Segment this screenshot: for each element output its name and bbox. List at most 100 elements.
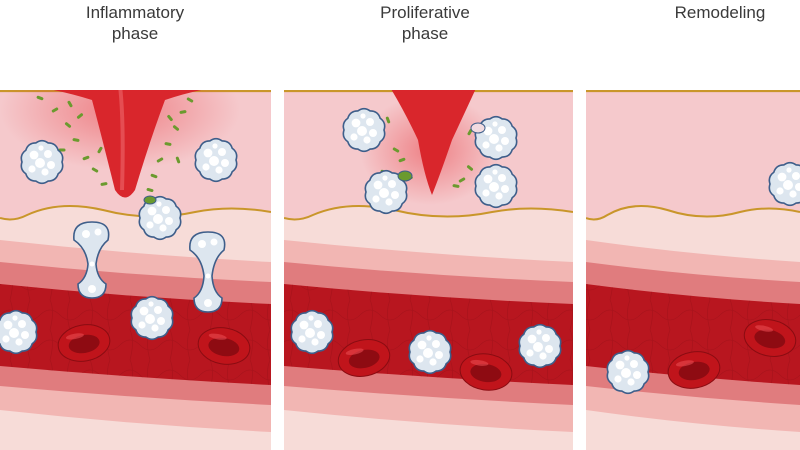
white-blood-cell	[768, 161, 800, 207]
red-blood-cell	[459, 353, 513, 391]
white-cell-granule	[204, 299, 212, 307]
white-cell-granule	[203, 148, 213, 158]
red-cell-highlight	[675, 360, 694, 367]
white-cell-granule	[526, 349, 534, 357]
bacterium	[51, 107, 59, 113]
panel-title-inflammatory: Inflammatory phase	[40, 2, 230, 44]
bacterium	[146, 187, 154, 193]
white-cell-granule	[351, 118, 361, 128]
bacterium	[392, 147, 400, 153]
white-cell-granule	[3, 320, 13, 330]
white-cell-granule	[15, 338, 23, 346]
clot-highlight	[118, 90, 125, 191]
white-cell-granule	[495, 144, 503, 152]
white-cell-granule	[417, 340, 427, 350]
white-cell-granule	[41, 168, 49, 176]
white-cell-granule	[82, 230, 90, 238]
white-cell-granule	[373, 180, 383, 190]
white-cell-granule	[423, 348, 433, 358]
bacterium	[72, 138, 80, 142]
white-cell-granule	[29, 150, 39, 160]
red-cell-center	[754, 329, 786, 349]
panel-remodeling	[586, 90, 800, 450]
panel-title-proliferative-line1: Proliferative	[380, 3, 470, 22]
white-cell-granule	[146, 221, 154, 229]
white-cell-granule	[498, 126, 506, 134]
bacterium	[91, 167, 99, 173]
white-cell-granule	[482, 189, 490, 197]
white-cell-granule	[786, 167, 792, 173]
white-cell-granule	[539, 352, 547, 360]
red-cell-highlight	[65, 333, 84, 340]
white-cell-granule	[47, 161, 55, 169]
bacterium	[97, 146, 103, 154]
migrating-cell-membrane	[189, 231, 226, 313]
white-cell-granule	[44, 150, 52, 158]
migrating-white-cell	[189, 231, 226, 313]
blood-clot	[53, 90, 202, 198]
white-cell-granule	[621, 368, 631, 378]
white-blood-cell	[606, 349, 650, 395]
white-cell-granule	[495, 192, 503, 200]
white-cell-granule	[527, 334, 537, 344]
white-cell-granule	[145, 314, 155, 324]
bacterium	[167, 114, 173, 122]
white-cell-granule	[492, 169, 498, 175]
basement-membrane-line	[586, 205, 800, 221]
white-cell-granule	[299, 320, 309, 330]
white-cell-granule	[9, 328, 19, 338]
white-cell-granule	[783, 180, 793, 190]
white-cell-granule	[151, 324, 159, 332]
white-cell-granule	[210, 238, 218, 246]
white-blood-cell	[474, 115, 518, 161]
white-cell-granule	[792, 172, 800, 180]
cell-pseudopod	[470, 122, 486, 134]
bacterium	[398, 157, 406, 163]
white-cell-granule	[221, 159, 229, 167]
bacterium	[175, 156, 181, 164]
white-cell-granule	[614, 375, 622, 383]
white-cell-granule	[615, 360, 625, 370]
white-cell-granule	[28, 165, 36, 173]
white-cell-granule	[366, 118, 374, 126]
bacterium	[172, 125, 180, 131]
red-blood-cell	[57, 324, 111, 362]
white-cell-granule	[627, 378, 635, 386]
white-cell-granule	[159, 224, 167, 232]
white-cell-granule	[372, 195, 380, 203]
white-cell-granule	[363, 136, 371, 144]
white-cell-granule	[298, 335, 306, 343]
white-cell-granule	[776, 187, 784, 195]
bacterium	[156, 157, 164, 163]
red-blood-cell	[197, 327, 251, 365]
white-cell-granule	[202, 163, 210, 171]
bacterium	[179, 110, 187, 114]
white-cell-granule	[89, 261, 95, 267]
red-cell-center	[348, 349, 380, 369]
white-cell-granule	[483, 126, 493, 136]
panel-title-proliferative: Proliferative phase	[330, 2, 520, 44]
white-cell-granule	[147, 206, 157, 216]
red-cell-highlight	[470, 359, 489, 366]
white-blood-cell	[408, 329, 452, 375]
basement-membrane-line	[0, 205, 271, 221]
bacterium	[164, 142, 172, 146]
white-cell-granule	[138, 321, 146, 329]
white-cell-granule	[795, 183, 800, 191]
white-cell-granule	[162, 206, 170, 214]
white-cell-granule	[536, 329, 542, 335]
white-cell-granule	[501, 137, 509, 145]
white-cell-granule	[533, 342, 543, 352]
white-cell-granule	[382, 175, 388, 181]
white-cell-granule	[350, 133, 358, 141]
red-blood-cell	[337, 339, 391, 377]
white-cell-granule	[435, 351, 443, 359]
bacterium	[385, 116, 391, 124]
white-cell-granule	[542, 334, 550, 342]
bacterium	[466, 165, 474, 171]
red-cell-highlight	[345, 348, 364, 355]
white-cell-granule	[88, 285, 96, 293]
white-cell-granule	[305, 328, 315, 338]
white-cell-granule	[212, 143, 218, 149]
